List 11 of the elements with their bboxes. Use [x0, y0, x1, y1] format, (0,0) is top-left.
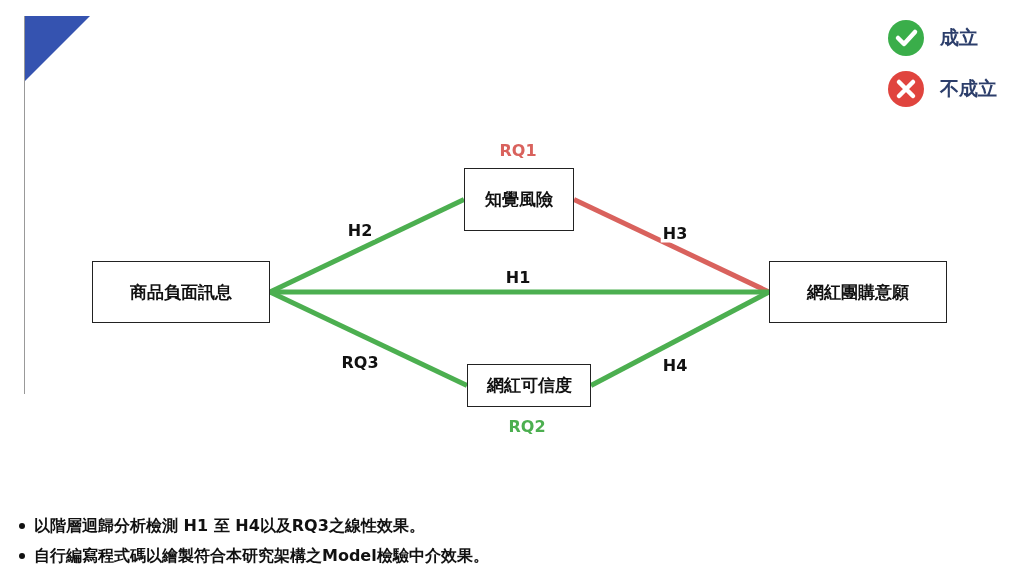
concept-box: 網紅團購意願 [769, 261, 947, 323]
concept-box: 知覺風險 [464, 168, 574, 231]
concept-box: 網紅可信度 [467, 364, 591, 407]
note-text: 自行編寫程式碼以繪製符合本研究架構之Model檢驗中介效果。 [34, 545, 489, 567]
research-question-label: RQ1 [499, 140, 537, 160]
legend-text: 不成立 [940, 76, 997, 101]
note-text: 以階層迴歸分析檢測 H1 至 H4以及RQ3之線性效果。 [34, 515, 425, 537]
concept-box: 商品負面訊息 [92, 261, 270, 323]
legend-text: 成立 [940, 25, 978, 50]
research-question-label: RQ2 [508, 416, 546, 436]
connector-line [589, 289, 771, 388]
